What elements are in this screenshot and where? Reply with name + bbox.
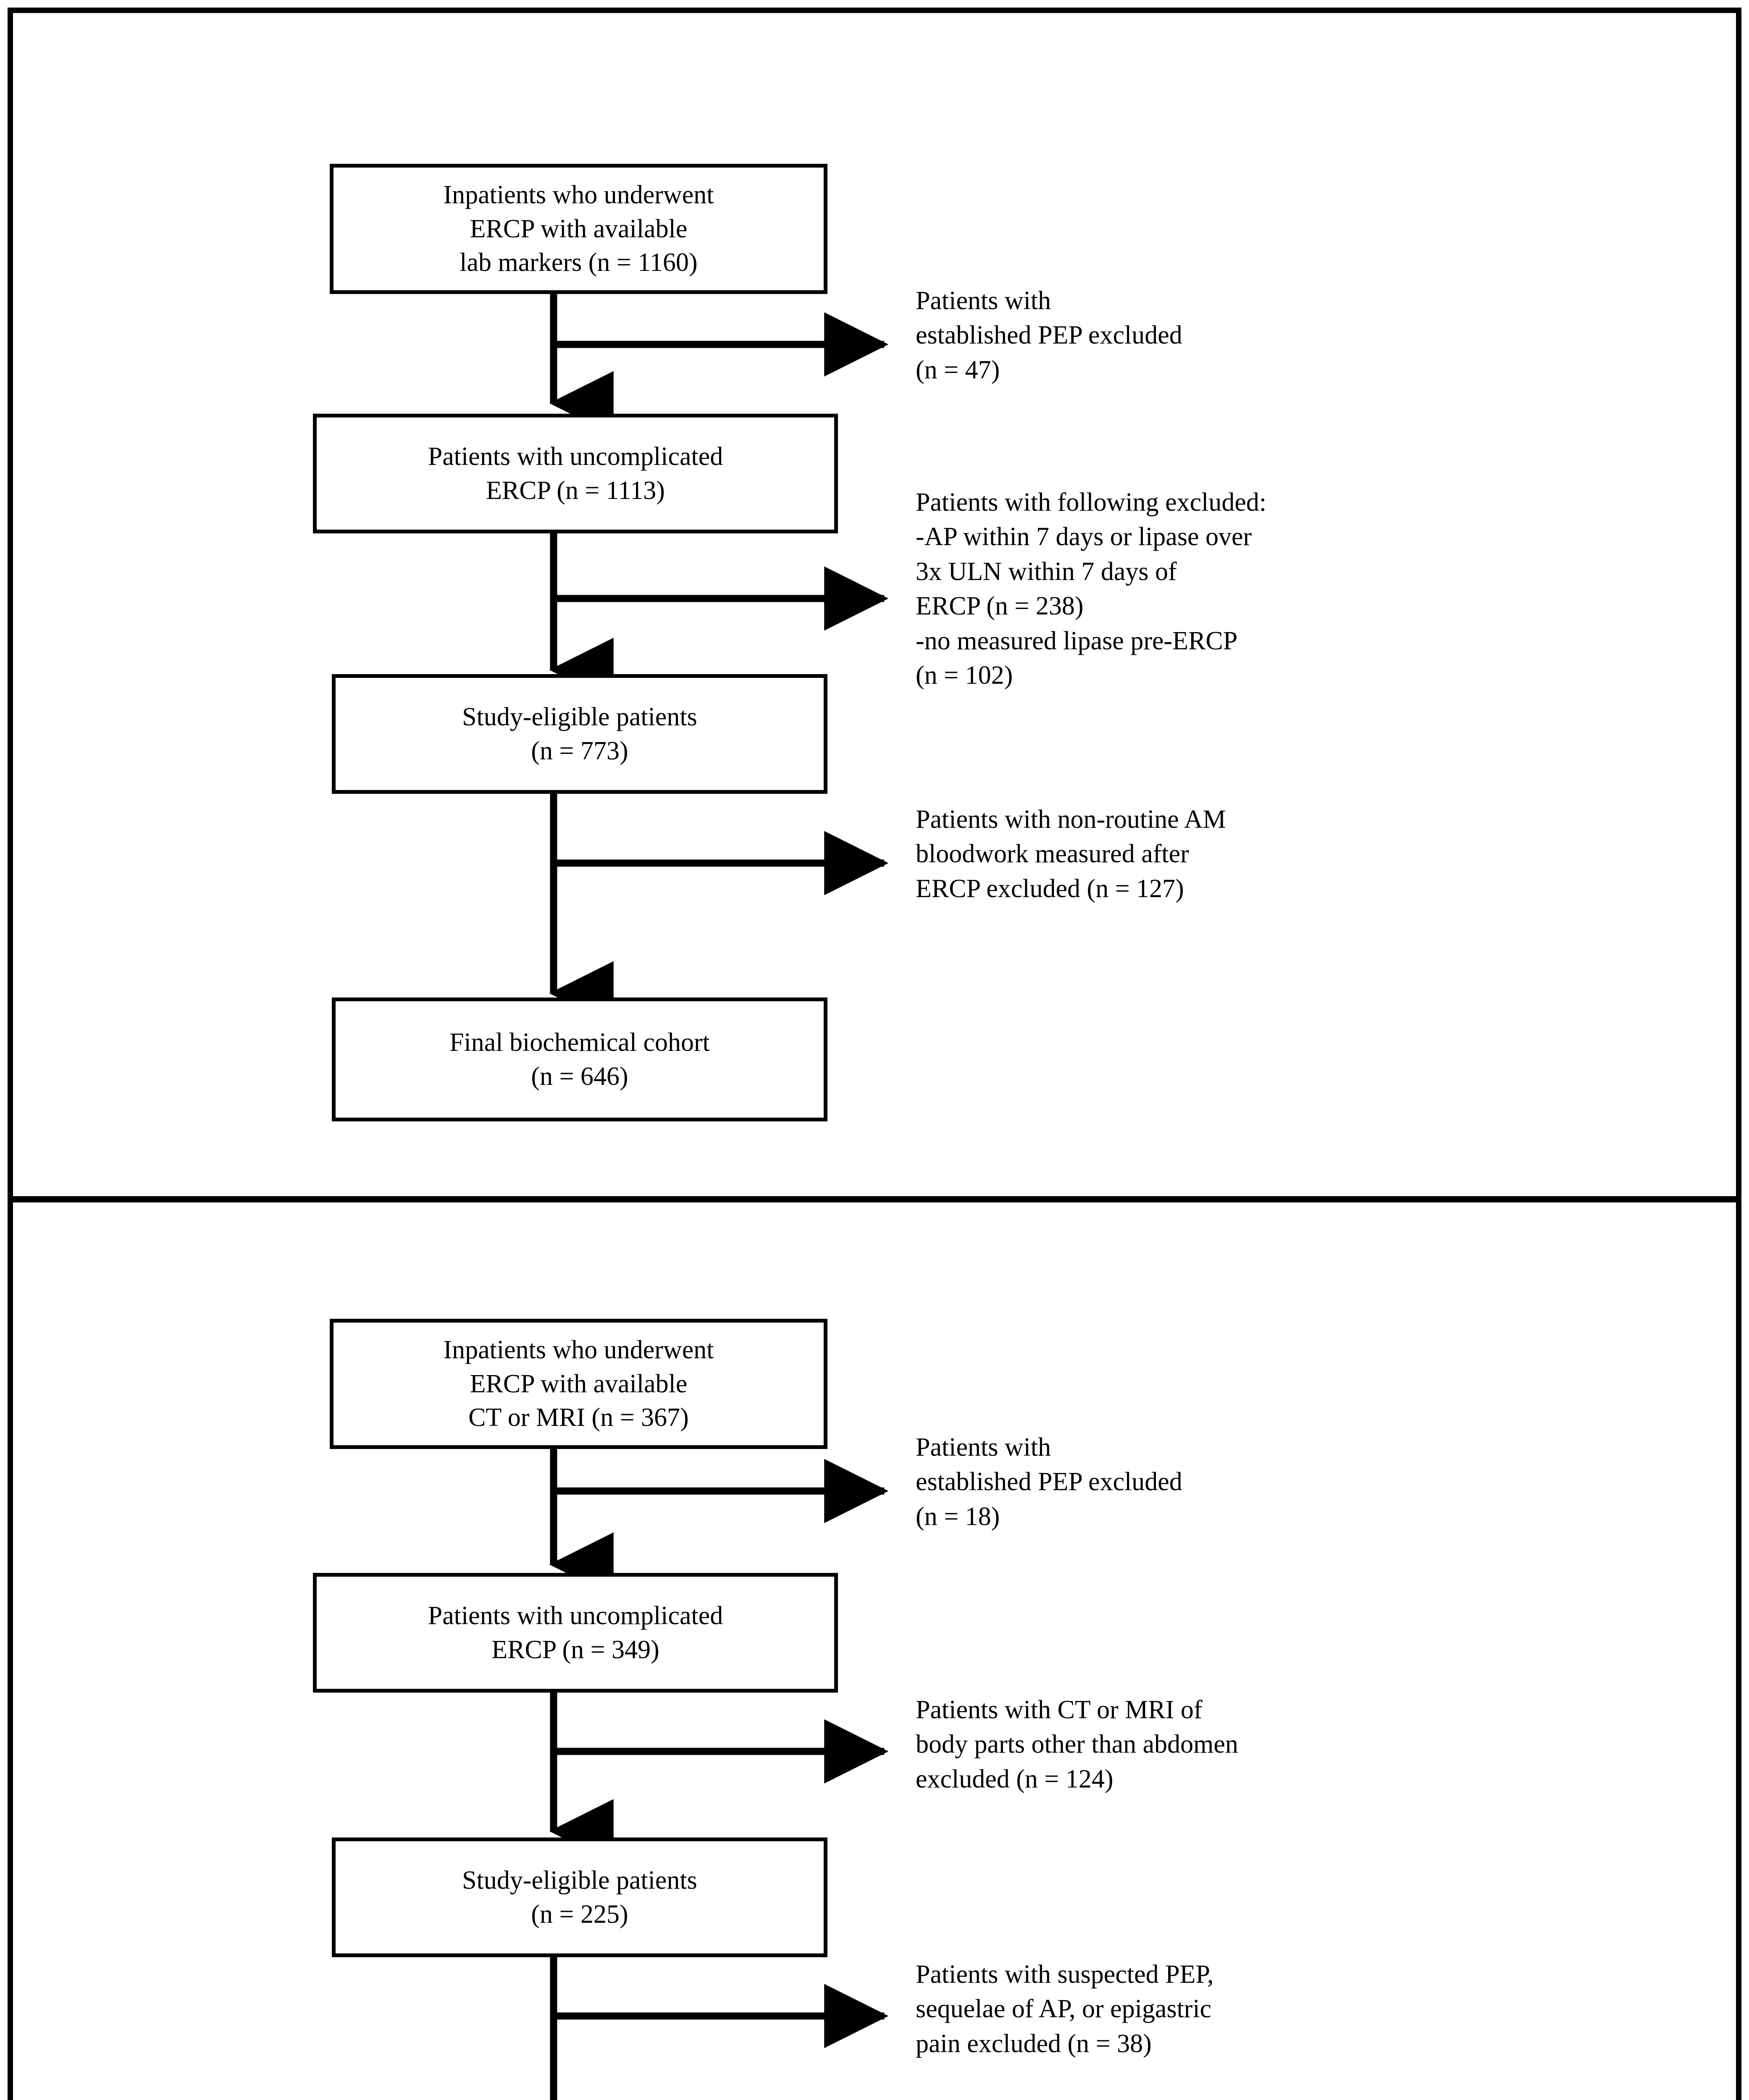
frame-left-edge bbox=[8, 8, 13, 2100]
node-bio-eligible: Study-eligible patients (n = 773) bbox=[332, 674, 827, 794]
node-rad-eligible: Study-eligible patients (n = 225) bbox=[332, 1838, 827, 1957]
frame-right-edge bbox=[1736, 8, 1741, 2100]
exclusion-bio-nonroutine-bloodwork: Patients with non-routine AM bloodwork m… bbox=[916, 805, 1226, 903]
exclusion-rad-suspected-pep: Patients with suspected PEP, sequelae of… bbox=[916, 1960, 1214, 2058]
exclusion-rad-nonabdominal-imaging: Patients with CT or MRI of body parts ot… bbox=[916, 1696, 1238, 1793]
exclusion-bio-ap-lipase: Patients with following excluded: -AP wi… bbox=[916, 488, 1267, 690]
exclusion-bio-established-pep: Patients with established PEP excluded (… bbox=[916, 286, 1182, 384]
node-rad-enrolled: Inpatients who underwent ERCP with avail… bbox=[330, 1319, 827, 1449]
node-rad-uncomplicated: Patients with uncomplicated ERCP (n = 34… bbox=[313, 1573, 838, 1693]
node-bio-final-cohort: Final biochemical cohort (n = 646) bbox=[332, 998, 827, 1121]
node-bio-final-cohort-label: Final biochemical cohort (n = 646) bbox=[449, 1028, 710, 1091]
node-bio-enrolled-label: Inpatients who underwent ERCP with avail… bbox=[443, 181, 714, 277]
node-bio-enrolled: Inpatients who underwent ERCP with avail… bbox=[330, 164, 827, 294]
node-rad-uncomplicated-label: Patients with uncomplicated ERCP (n = 34… bbox=[428, 1601, 723, 1664]
node-bio-eligible-label: Study-eligible patients (n = 773) bbox=[462, 702, 697, 765]
node-bio-uncomplicated-label: Patients with uncomplicated ERCP (n = 11… bbox=[428, 442, 723, 505]
node-rad-eligible-label: Study-eligible patients (n = 225) bbox=[462, 1866, 697, 1929]
panel-divider bbox=[8, 1196, 1741, 1202]
node-rad-enrolled-label: Inpatients who underwent ERCP with avail… bbox=[443, 1336, 714, 1432]
node-bio-uncomplicated: Patients with uncomplicated ERCP (n = 11… bbox=[313, 414, 838, 533]
exclusion-rad-established-pep: Patients with established PEP excluded (… bbox=[916, 1433, 1182, 1531]
frame-top-edge bbox=[8, 8, 1741, 13]
